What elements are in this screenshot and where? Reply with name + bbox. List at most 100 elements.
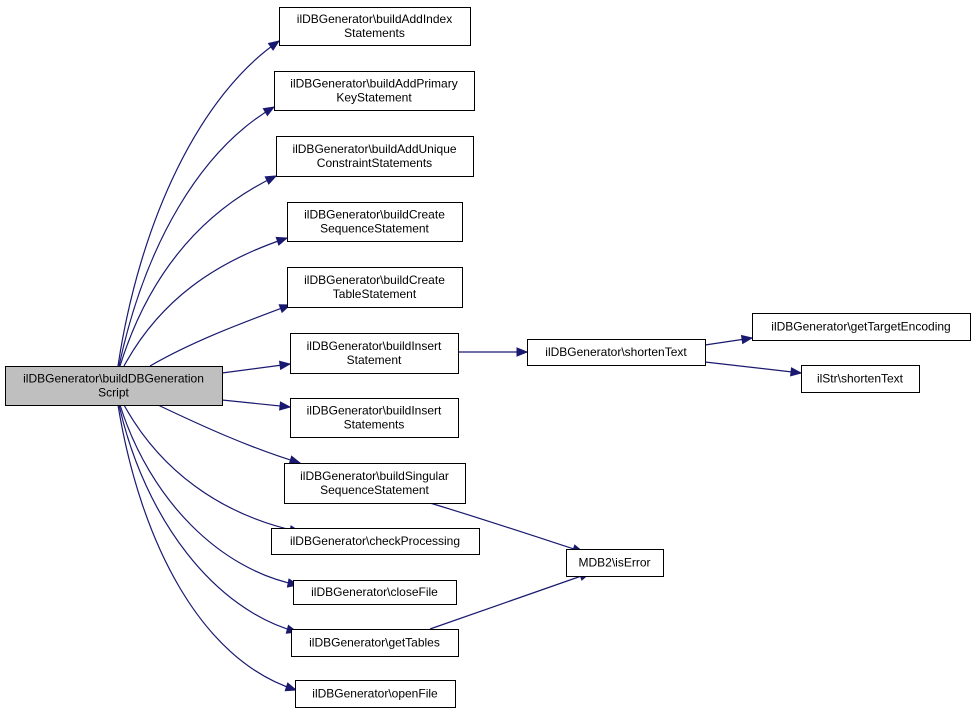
edge-root-n1: [117, 40, 281, 367]
node-n11[interactable]: ilDBGenerator\getTables: [291, 629, 459, 657]
node-box: [801, 365, 920, 393]
node-label: ConstraintStatements: [317, 156, 432, 170]
node-label: ilDBGenerator\buildDBGeneration: [23, 372, 204, 386]
node-n16[interactable]: MDB2\isError: [566, 549, 664, 577]
arrow-head-icon: [275, 236, 289, 246]
node-box: [291, 629, 459, 657]
edge-line: [118, 106, 275, 367]
node-label: ilDBGenerator\buildAddPrimary: [290, 77, 457, 91]
edge-root-n4: [123, 236, 289, 367]
edge-line: [119, 175, 277, 367]
node-box: [290, 333, 459, 374]
arrow-head-icon: [516, 347, 529, 357]
node-label: ilDBGenerator\buildSingular: [300, 469, 449, 483]
arrow-head-icon: [279, 401, 292, 411]
node-box: [284, 463, 466, 504]
arrow-head-icon: [288, 455, 302, 465]
node-label: ilDBGenerator\buildCreate: [304, 208, 445, 222]
edge-line: [118, 404, 298, 633]
arrow-head-icon: [284, 682, 298, 692]
node-label: MDB2\isError: [578, 556, 650, 570]
node-n13[interactable]: ilDBGenerator\shortenText: [527, 339, 706, 366]
arrow-head-icon: [740, 334, 754, 345]
edge-line: [117, 404, 297, 691]
edge-line: [117, 40, 280, 367]
edge-root-n6: [221, 360, 292, 374]
node-label: ilDBGenerator\buildCreate: [304, 273, 445, 287]
edge-line: [704, 361, 802, 374]
node-label: Script: [98, 386, 129, 400]
edge-line: [119, 404, 299, 586]
node-label: TableStatement: [333, 287, 417, 301]
node-box: [527, 339, 706, 366]
node-label: ilDBGenerator\buildAddUnique: [292, 142, 456, 156]
edge-n13-n14: [704, 334, 754, 346]
node-box: [752, 313, 971, 341]
node-n14[interactable]: ilDBGenerator\getTargetEncoding: [752, 313, 971, 341]
arrow-head-icon: [278, 360, 292, 371]
node-box: [279, 7, 471, 46]
arrow-head-icon: [264, 175, 278, 185]
node-n15[interactable]: ilStr\shortenText: [801, 365, 920, 393]
edge-n13-n15: [704, 361, 803, 377]
arrow-head-icon: [267, 40, 281, 51]
edge-line: [149, 304, 291, 367]
node-label: ilDBGenerator\buildInsert: [307, 339, 442, 353]
node-n8[interactable]: ilDBGenerator\buildSingularSequenceState…: [284, 463, 466, 504]
nodes-layer: ilDBGenerator\buildDBGenerationScriptilD…: [5, 7, 971, 708]
edge-n6-n13: [458, 347, 529, 357]
edges-layer: [117, 40, 803, 692]
node-n4[interactable]: ilDBGenerator\buildCreateSequenceStateme…: [287, 202, 463, 242]
node-box: [287, 267, 463, 308]
node-box: [276, 136, 474, 177]
edge-root-n5: [149, 304, 292, 367]
node-box: [287, 202, 463, 242]
node-label: ilDBGenerator\getTables: [309, 636, 440, 650]
node-box: [295, 680, 456, 708]
edge-root-n12: [117, 404, 298, 692]
node-n3[interactable]: ilDBGenerator\buildAddUniqueConstraintSt…: [276, 136, 474, 177]
edge-line: [123, 404, 301, 533]
node-n9[interactable]: ilDBGenerator\checkProcessing: [271, 528, 480, 555]
edge-root-n3: [119, 175, 278, 367]
node-label: ilDBGenerator\getTargetEncoding: [771, 320, 950, 334]
node-label: ilDBGenerator\buildInsert: [307, 404, 442, 418]
node-label: Statement: [347, 353, 402, 367]
edge-line: [429, 502, 584, 553]
edge-line: [429, 572, 591, 630]
edge-root-n9: [123, 404, 302, 535]
edge-line: [221, 363, 291, 374]
edge-root-n7: [221, 399, 292, 411]
node-box: [566, 549, 664, 577]
edge-line: [123, 237, 288, 367]
node-box: [293, 580, 457, 605]
node-label: Statements: [344, 418, 405, 432]
node-n10[interactable]: ilDBGenerator\closeFile: [293, 580, 457, 605]
node-box: [5, 366, 223, 406]
edge-line: [157, 404, 301, 464]
edge-root-n11: [118, 404, 299, 634]
node-box: [290, 398, 459, 438]
node-label: ilDBGenerator\buildAddIndex: [297, 12, 452, 26]
node-n12[interactable]: ilDBGenerator\openFile: [295, 680, 456, 708]
node-n2[interactable]: ilDBGenerator\buildAddPrimaryKeyStatemen…: [274, 71, 475, 111]
node-label: Statements: [344, 26, 405, 40]
node-label: SequenceStatement: [320, 483, 429, 497]
node-label: ilDBGenerator\checkProcessing: [290, 534, 460, 548]
node-label: KeyStatement: [336, 91, 412, 105]
node-box: [271, 528, 480, 555]
node-label: ilStr\shortenText: [817, 372, 904, 386]
arrow-head-icon: [262, 106, 276, 117]
edge-root-n2: [118, 106, 276, 367]
node-label: ilDBGenerator\shortenText: [545, 345, 687, 359]
node-label: SequenceStatement: [320, 222, 429, 236]
edge-root-n8: [157, 404, 302, 465]
edge-line: [221, 399, 291, 408]
node-box: [274, 71, 475, 111]
